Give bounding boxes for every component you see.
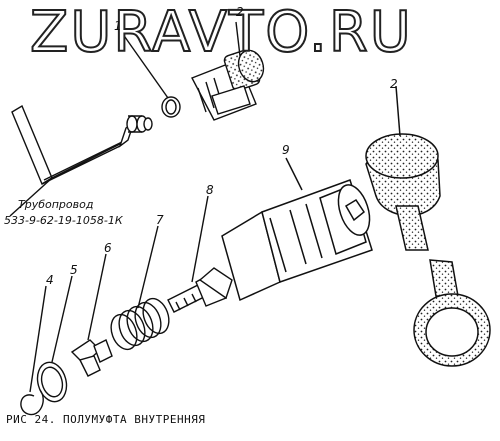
small-coupling-assembly [191, 21, 265, 121]
label-9: 9 [282, 143, 290, 157]
label-6: 6 [104, 241, 112, 255]
label-7: 7 [156, 213, 164, 227]
label-4: 4 [46, 273, 54, 287]
coupling-body [221, 157, 373, 302]
cross-piece-part [70, 253, 113, 377]
label-1: 1 [114, 19, 122, 33]
pipe-code-label: 533-9-62-19-1058-1К [4, 214, 123, 227]
label-2-right: 2 [390, 77, 398, 91]
figure-caption: РИС 24. ПОЛУМУФТА ВНУТРЕННЯЯ [6, 413, 206, 426]
label-8: 8 [206, 183, 214, 197]
ring-part-5 [36, 275, 73, 403]
ring-part-1 [119, 29, 181, 118]
label-2-top: 2 [236, 5, 244, 19]
felt-loop-part [413, 259, 491, 367]
snap-ring-part-4 [20, 285, 47, 416]
site-watermark: ZURAVTO.RU [29, 0, 413, 65]
pipe-name-label: Трубопровод [18, 198, 94, 211]
plunger-part [167, 195, 233, 313]
label-5: 5 [70, 263, 78, 277]
felt-cup-part [365, 85, 441, 251]
spring-part [110, 225, 170, 351]
pipe-part [9, 104, 153, 217]
